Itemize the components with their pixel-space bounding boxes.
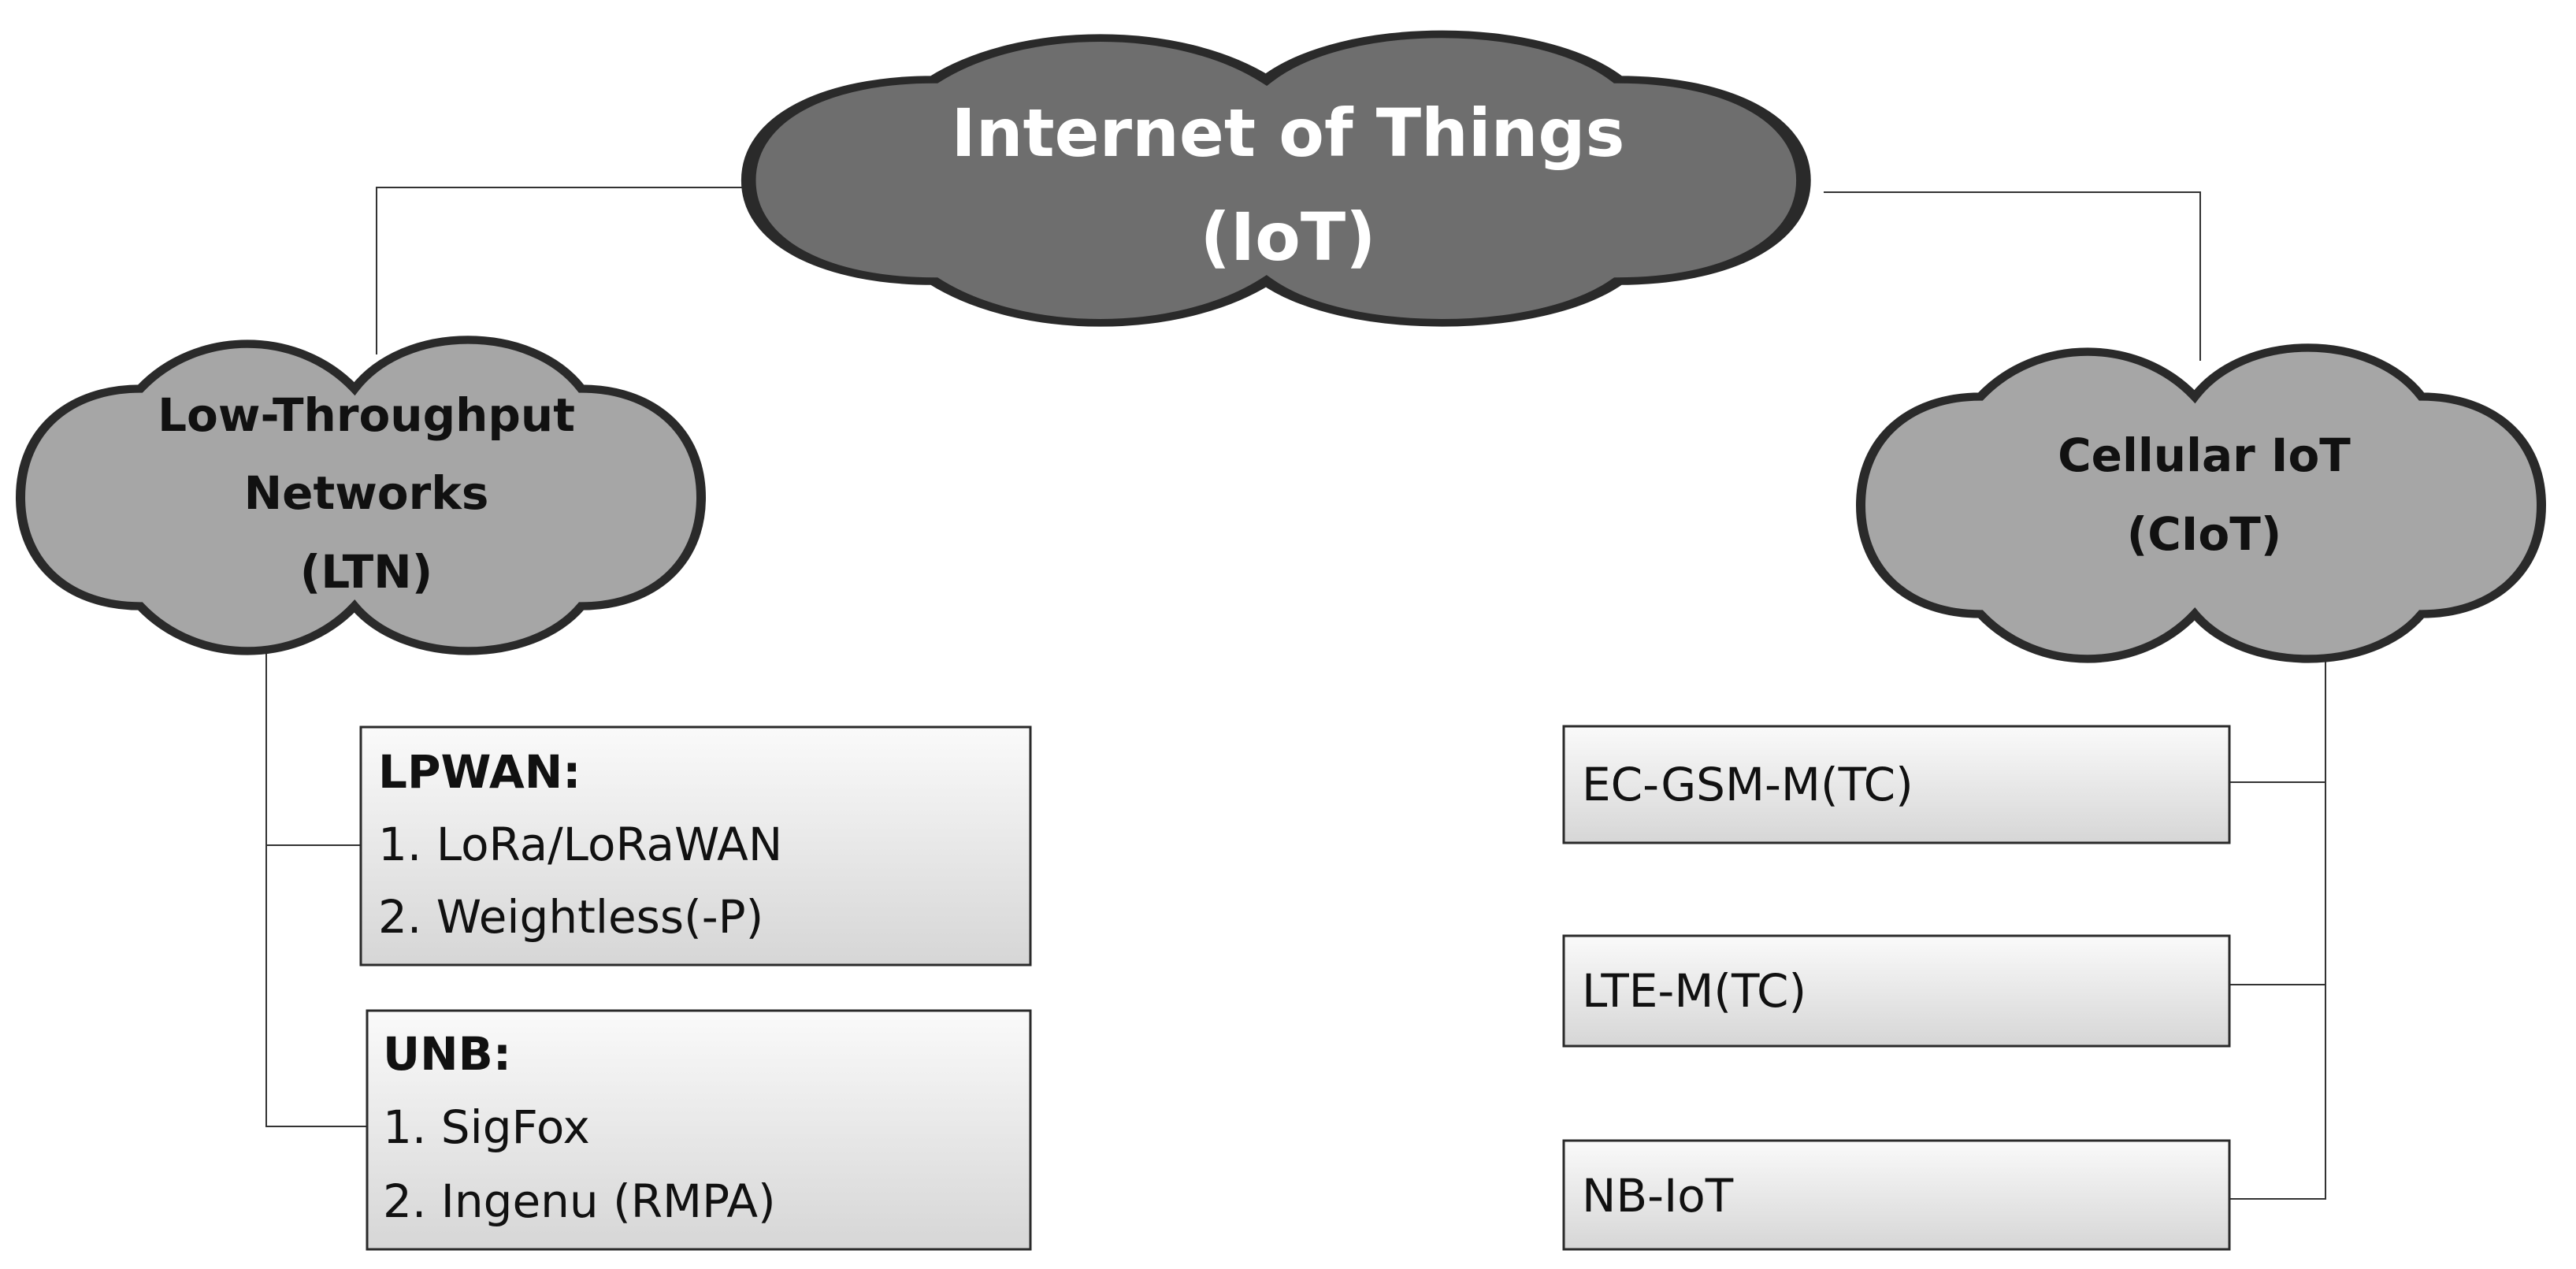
unb-box: UNB: 1. SigFox 2. Ingenu (RMPA) [366,1009,1032,1251]
ltn-label-line1: Low-Throughput [158,388,575,442]
ciot-cloud: Cellular IoT (CIoT) [1861,347,2541,659]
ciot-label-line1: Cellular IoT [2058,429,2351,482]
root-cloud-iot: Internet of Things (IoT) [748,34,1803,322]
ltn-cloud: Low-Throughput Networks (LTN) [20,340,701,651]
lpwan-box: LPWAN: 1. LoRa/LoRaWAN 2. Weightless(-P) [359,725,1032,967]
ltn-label-line2: Networks [244,466,489,520]
ltem-box-rect [1562,934,2231,1048]
ecgsm-box-rect [1562,725,2231,844]
ecgsm-box: EC-GSM-M(TC) [1562,725,2231,844]
nbiot-box-rect [1562,1139,2231,1251]
nbiot-box: NB-IoT [1562,1139,2231,1251]
unb-item-2: 2. Ingenu (RMPA) [383,1174,776,1228]
lpwan-box-rect [359,725,1032,967]
ecgsm-label: EC-GSM-M(TC) [1582,758,1913,811]
lpwan-item-2: 2. Weightless(-P) [378,890,763,944]
connectors [265,187,2326,1200]
ciot-label-line2: (CIoT) [2127,507,2282,561]
root-cloud-shape [748,34,1803,322]
unb-item-1: 1. SigFox [383,1100,590,1154]
ltem-box: LTE-M(TC) [1562,934,2231,1048]
root-title-line1: Internet of Things [951,95,1624,172]
ltn-label-line3: (LTN) [300,545,432,599]
unb-box-rect [366,1009,1032,1251]
root-title-line2: (IoT) [1200,199,1375,276]
connector-root-to-ciot [1824,191,2201,361]
ciot-cloud-shape [1861,347,2541,659]
nbiot-label: NB-IoT [1582,1169,1734,1223]
ltem-label: LTE-M(TC) [1582,964,1806,1018]
connector-ciot-trunk [2229,654,2326,1200]
lpwan-item-1: 1. LoRa/LoRaWAN [378,818,782,871]
connector-ltn-trunk [265,654,370,1127]
unb-heading: UNB: [383,1027,511,1081]
lpwan-heading: LPWAN: [378,745,581,799]
connector-root-to-ltn [376,187,756,354]
